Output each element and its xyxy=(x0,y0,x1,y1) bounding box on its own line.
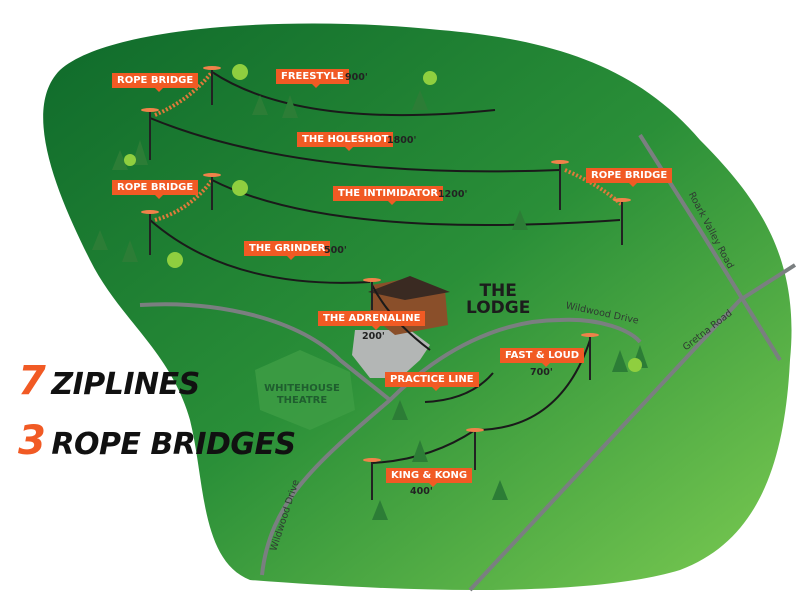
zipline-length-adrenaline: 200' xyxy=(362,331,385,342)
rope-bridges-text: ROPE BRIDGES xyxy=(51,427,296,462)
rope-bridge-label-2: ROPE BRIDGE xyxy=(112,180,199,199)
zipline-length-intimidator: 1200' xyxy=(438,189,468,200)
parking-lot xyxy=(352,330,430,378)
towers xyxy=(149,68,623,500)
wildwood-drive xyxy=(260,317,642,576)
zipline-length-king-kong: 400' xyxy=(410,486,433,497)
rope-bridge-label-1: ROPE BRIDGE xyxy=(112,73,199,92)
zipline-length-grinder: 500' xyxy=(324,245,347,256)
lodge-line-2: LODGE xyxy=(466,298,531,318)
practice-line-label: PRACTICE LINE xyxy=(385,372,479,391)
zipline-length-holeshot: 1800' xyxy=(387,135,417,146)
ziplines-text: ZIPLINES xyxy=(51,367,200,402)
theatre-line-1: WHITEHOUSE xyxy=(264,383,340,394)
theatre-building xyxy=(255,350,355,430)
roads xyxy=(139,133,797,592)
rope-bridges-count: 3 xyxy=(18,418,46,464)
tower-platforms xyxy=(141,66,631,462)
zipline-length-freestyle: 900' xyxy=(345,72,368,83)
zipline-label-grinder: THE GRINDER xyxy=(244,241,331,260)
rope-bridge-label-3: ROPE BRIDGE xyxy=(586,168,673,187)
roark-valley-road xyxy=(638,133,782,362)
leafy-trees xyxy=(124,64,642,372)
zipline-label-king-kong: KING & KONG xyxy=(386,468,473,487)
connector-road xyxy=(139,302,392,402)
zipline-label-freestyle: FREESTYLE xyxy=(276,69,349,88)
trees xyxy=(92,90,648,520)
zipline-label-holeshot: THE HOLESHOT xyxy=(297,132,394,151)
ziplines-count: 7 xyxy=(18,358,46,404)
zipline-label-adrenaline: THE ADRENALINE xyxy=(318,311,426,330)
gretna-road xyxy=(468,263,797,592)
zip-cables xyxy=(149,71,621,464)
zipline-label-intimidator: THE INTIMIDATOR xyxy=(333,186,444,205)
zipline-label-fast-loud: FAST & LOUD xyxy=(500,348,585,367)
zipline-length-fast-loud: 700' xyxy=(530,367,553,378)
lodge-line-1: THE xyxy=(479,281,517,301)
theatre-line-2: THEATRE xyxy=(276,395,328,406)
